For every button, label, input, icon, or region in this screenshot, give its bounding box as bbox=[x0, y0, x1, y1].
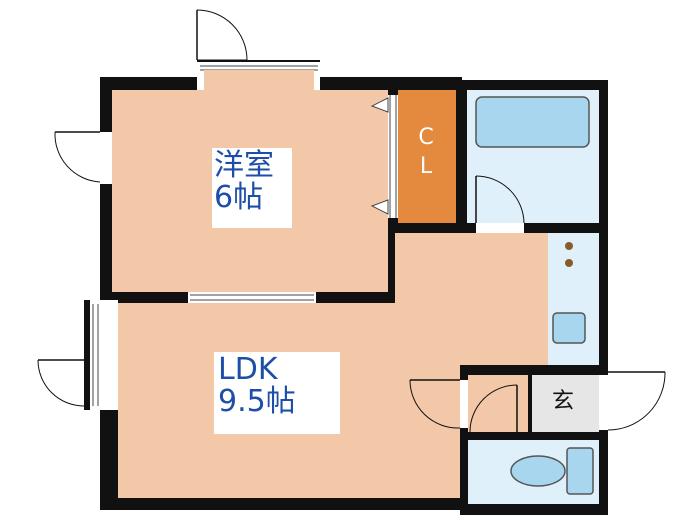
front-door bbox=[599, 371, 666, 431]
ldk-label-bg bbox=[214, 352, 340, 434]
toilet bbox=[510, 447, 594, 495]
kitchen-counter bbox=[548, 233, 599, 365]
closet-label: C L bbox=[416, 126, 436, 178]
door-left-upper bbox=[54, 131, 112, 184]
kitchen-sink bbox=[552, 312, 586, 344]
window-top bbox=[197, 62, 320, 90]
wall-segment bbox=[528, 375, 532, 432]
stove-burner bbox=[565, 259, 573, 267]
bathroom-door bbox=[475, 175, 525, 233]
ldk-size: 9.5帖 bbox=[218, 383, 296, 419]
stove-burner bbox=[565, 242, 573, 250]
closet-doors bbox=[370, 95, 398, 218]
wall-segment bbox=[460, 365, 608, 375]
entrance-floor bbox=[532, 375, 599, 432]
door-top bbox=[196, 9, 248, 61]
ldk-door bbox=[409, 379, 468, 429]
western-room-label-bg bbox=[212, 148, 292, 228]
closet-label-l: L bbox=[419, 154, 433, 180]
ldk-label: LDK 9.5帖 bbox=[218, 354, 296, 417]
closet-floor bbox=[398, 90, 456, 223]
hall-floor bbox=[468, 375, 528, 432]
entrance-label: 玄 bbox=[552, 389, 575, 414]
ldk-name: LDK bbox=[218, 352, 278, 387]
door-left-lower bbox=[37, 359, 85, 407]
wall-segment bbox=[456, 80, 467, 233]
partition-sliding-door bbox=[188, 292, 316, 303]
western-room-label: 洋室 6帖 bbox=[214, 150, 274, 213]
bathtub bbox=[475, 96, 590, 148]
hall-door bbox=[469, 384, 518, 433]
closet-label-c: C bbox=[418, 125, 434, 150]
window-left bbox=[84, 300, 118, 410]
western-room-size: 6帖 bbox=[214, 179, 264, 215]
western-room-name: 洋室 bbox=[214, 148, 274, 183]
wall-segment bbox=[460, 432, 608, 440]
